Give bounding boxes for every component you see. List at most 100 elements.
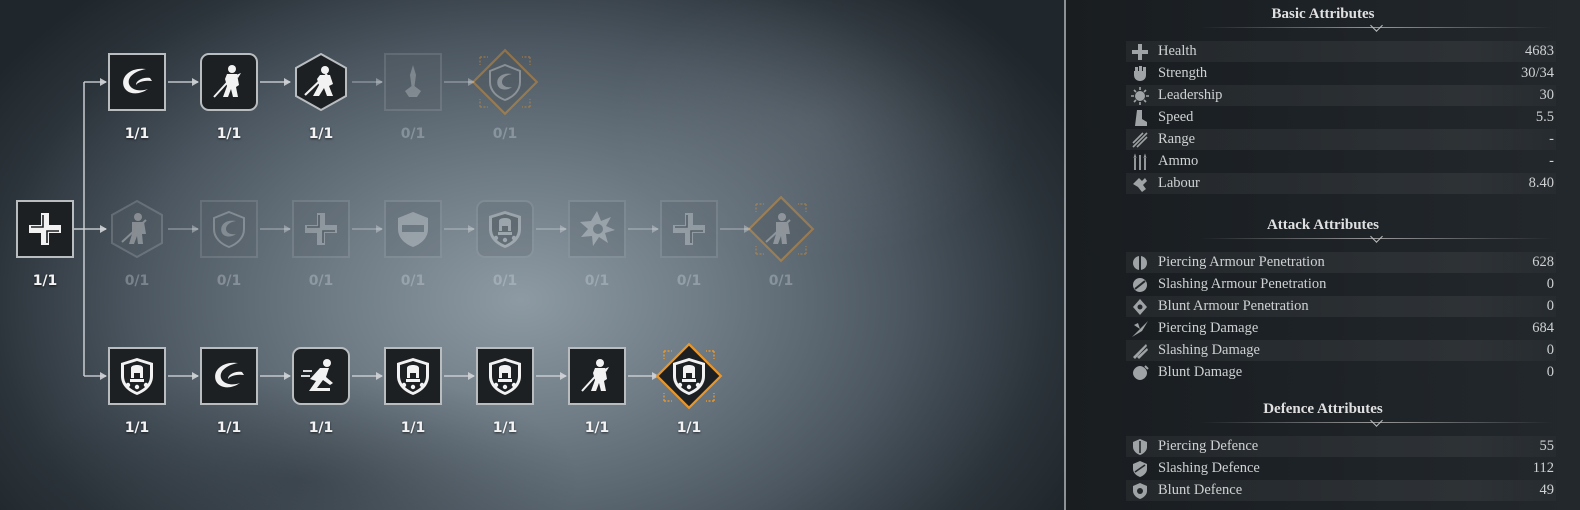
piercing-damage-icon (1130, 319, 1150, 339)
skill-node-mid-8-diamond-frame (747, 195, 815, 263)
basic-row-value: 30 (1539, 87, 1555, 103)
mid-arrow-2 (284, 225, 291, 233)
skill-node-bottom-1-level: 1/1 (124, 420, 150, 436)
defence-row-value: 49 (1539, 482, 1555, 498)
skill-node-bottom-5-level: 1/1 (492, 420, 518, 436)
basic-row: Range- (1126, 129, 1556, 150)
cross-shield-icon (300, 208, 342, 250)
skill-node-root-level: 1/1 (32, 273, 58, 289)
basic-row-value: - (1549, 131, 1554, 147)
attack-title-rule (1200, 238, 1552, 239)
mid-arrow-4 (468, 225, 475, 233)
defence-row-value: 112 (1532, 460, 1554, 476)
top-arrow-1 (192, 78, 199, 86)
skill-node-mid-7-level: 0/1 (676, 273, 702, 289)
skill-node-mid-6[interactable] (568, 200, 626, 258)
blunt-damage-icon (1130, 363, 1150, 383)
attack-row-value: 0 (1546, 276, 1554, 292)
attack-row-value: 684 (1532, 320, 1554, 336)
spearman-lunge-icon (300, 61, 342, 103)
top-arrow-2 (284, 78, 291, 86)
slashing-penetration-icon (1130, 275, 1150, 295)
skill-node-bottom-3[interactable] (292, 347, 350, 405)
skill-node-root[interactable] (16, 200, 74, 258)
basic-row-label: Health (1158, 43, 1197, 59)
basic-row-value: 5.5 (1535, 109, 1554, 125)
skill-node-top-4[interactable] (384, 53, 442, 111)
skill-node-bottom-1[interactable] (108, 347, 166, 405)
top-arrow-4 (468, 78, 475, 86)
slashing-defence-icon (1130, 459, 1150, 479)
defence-title-rule (1200, 422, 1552, 423)
leadership-sun-icon (1130, 86, 1150, 106)
basic-row-label: Strength (1158, 65, 1208, 81)
speed-boot-icon (1130, 108, 1150, 128)
skill-node-bottom-2-level: 1/1 (216, 420, 242, 436)
skill-node-top-5-level: 0/1 (492, 126, 518, 142)
swirl-shield-icon (484, 61, 526, 103)
mid-entry-arrow (100, 225, 107, 233)
defence-row-label: Blunt Defence (1158, 482, 1243, 498)
background-haze (0, 0, 1066, 510)
basic-attributes-title: Basic Attributes (1271, 6, 1375, 22)
skill-node-top-4-level: 0/1 (400, 126, 426, 142)
bottom-arrow-5 (560, 372, 567, 380)
helmet-shield-icon (668, 355, 710, 397)
skill-node-mid-7[interactable] (660, 200, 718, 258)
skill-node-mid-1-level: 0/1 (124, 273, 150, 289)
basic-row: Health 4683 (1126, 41, 1556, 62)
attack-row-value: 628 (1532, 254, 1554, 270)
labour-hand-icon (1130, 174, 1150, 194)
basic-row-label: Ammo (1158, 153, 1199, 169)
skill-node-mid-6-level: 0/1 (584, 273, 610, 289)
skill-node-bottom-2[interactable] (200, 347, 258, 405)
bottom-entry-arrow (100, 372, 107, 380)
blunt-defence-icon (1130, 481, 1150, 501)
skill-node-mid-1[interactable] (108, 200, 166, 258)
skill-node-bottom-6[interactable] (568, 347, 626, 405)
skill-node-bottom-6-level: 1/1 (584, 420, 610, 436)
defence-row-label: Piercing Defence (1158, 438, 1259, 454)
spearman-thrust-icon (576, 355, 618, 397)
piercing-defence-icon (1130, 437, 1150, 457)
skill-node-mid-4-level: 0/1 (400, 273, 426, 289)
bottom-arrow-1 (192, 372, 199, 380)
skill-tree-links (74, 78, 751, 380)
skill-node-mid-5[interactable] (476, 200, 534, 258)
basic-row-value: - (1549, 153, 1554, 169)
bottom-arrow-3 (376, 372, 383, 380)
skill-node-bottom-4[interactable] (384, 347, 442, 405)
skill-node-top-5[interactable] (471, 48, 539, 116)
mid-arrow-6 (652, 225, 659, 233)
bottom-arrow-6 (652, 372, 659, 380)
skill-node-mid-8-level: 0/1 (768, 273, 794, 289)
mid-arrow-1 (192, 225, 199, 233)
basic-row-value: 30/34 (1520, 65, 1554, 81)
swirl-shield-icon (208, 208, 250, 250)
basic-row: Ammo - (1126, 151, 1556, 172)
skill-node-bottom-7[interactable] (655, 342, 723, 410)
skill-tree-area: 1/1 1/1 1/1 1/1 0/1 0/1 0/1 0/1 0/1 0/1 … (0, 0, 1066, 510)
skill-node-mid-3-level: 0/1 (308, 273, 334, 289)
skill-node-top-1[interactable] (108, 53, 166, 111)
skill-node-top-2-level: 1/1 (216, 126, 242, 142)
skill-node-mid-4[interactable] (384, 200, 442, 258)
basic-row-value: 4683 (1525, 43, 1554, 59)
skill-node-mid-2[interactable] (200, 200, 258, 258)
skill-node-top-3[interactable] (292, 53, 350, 111)
spearman-guard-icon (760, 208, 802, 250)
skill-node-mid-2-level: 0/1 (216, 273, 242, 289)
skill-node-mid-3[interactable] (292, 200, 350, 258)
skill-node-bottom-5[interactable] (476, 347, 534, 405)
basic-row-label: Speed (1158, 109, 1194, 125)
swirl-slash-icon (208, 355, 250, 397)
slashing-damage-icon (1130, 341, 1150, 361)
attack-row-label: Piercing Damage (1158, 320, 1259, 336)
skill-node-mid-8[interactable] (747, 195, 815, 263)
attack-row-value: 0 (1546, 342, 1554, 358)
mid-arrow-7 (744, 225, 751, 233)
skill-node-top-2[interactable] (200, 53, 258, 111)
